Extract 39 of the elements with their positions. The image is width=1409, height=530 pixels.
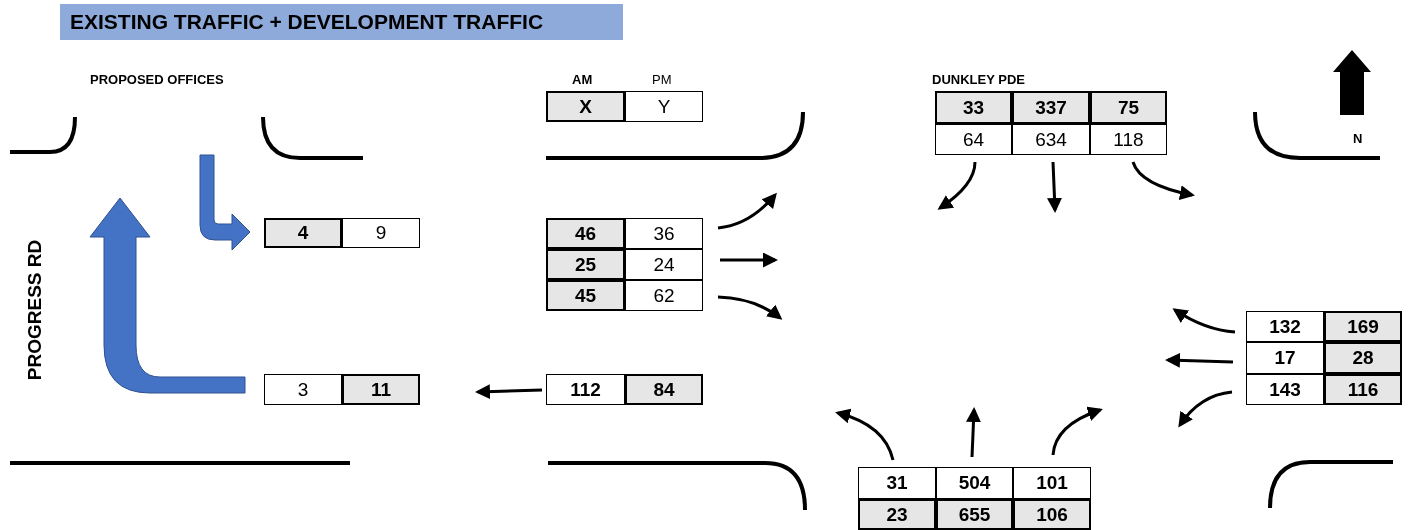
volume-cell: 31 — [858, 467, 936, 499]
volume-cell: 28 — [1324, 342, 1402, 374]
volume-cell: 169 — [1324, 311, 1402, 342]
volume-cell: 33 — [935, 91, 1012, 124]
volume-cell: 116 — [1324, 374, 1402, 405]
volume-cell: 45 — [546, 280, 625, 311]
volume-cell: 143 — [1246, 374, 1324, 405]
volume-cell: X — [546, 91, 625, 122]
title-banner: EXISTING TRAFFIC + DEVELOPMENT TRAFFIC — [60, 4, 623, 40]
volume-cell: 655 — [936, 499, 1013, 530]
volume-cell: 106 — [1013, 499, 1091, 530]
volume-cell: 75 — [1090, 91, 1167, 124]
street-name: DUNKLEY PDE — [932, 72, 1025, 87]
volume-cell: 337 — [1012, 91, 1090, 124]
volume-cell: 46 — [546, 218, 625, 249]
volume-cell: Y — [625, 91, 703, 122]
volume-cell: 64 — [935, 124, 1012, 155]
volume-cell: 36 — [625, 218, 703, 249]
volume-cell: 62 — [625, 280, 703, 311]
volume-cell: 634 — [1012, 124, 1090, 155]
volume-cell: 17 — [1246, 342, 1324, 374]
volume-cell: 101 — [1013, 467, 1091, 499]
volume-cell: 132 — [1246, 311, 1324, 342]
volume-cell: 3 — [264, 374, 342, 405]
volume-cell: 112 — [546, 374, 625, 405]
column-heading: PM — [652, 72, 672, 87]
column-heading: AM — [572, 72, 593, 87]
volume-cell: 11 — [342, 374, 420, 405]
volume-cell: 24 — [625, 249, 703, 280]
site-label: PROPOSED OFFICES — [90, 72, 224, 87]
volume-cell: 504 — [936, 467, 1013, 499]
volume-cell: 23 — [858, 499, 936, 530]
volume-cell: 25 — [546, 249, 625, 280]
volume-cell: 84 — [625, 374, 703, 405]
volume-cell: 9 — [342, 218, 420, 248]
volume-cell: 118 — [1090, 124, 1167, 155]
north-label: N — [1353, 131, 1363, 146]
volume-cell: 4 — [264, 218, 342, 248]
street-name: PROGRESS RD — [24, 239, 46, 381]
